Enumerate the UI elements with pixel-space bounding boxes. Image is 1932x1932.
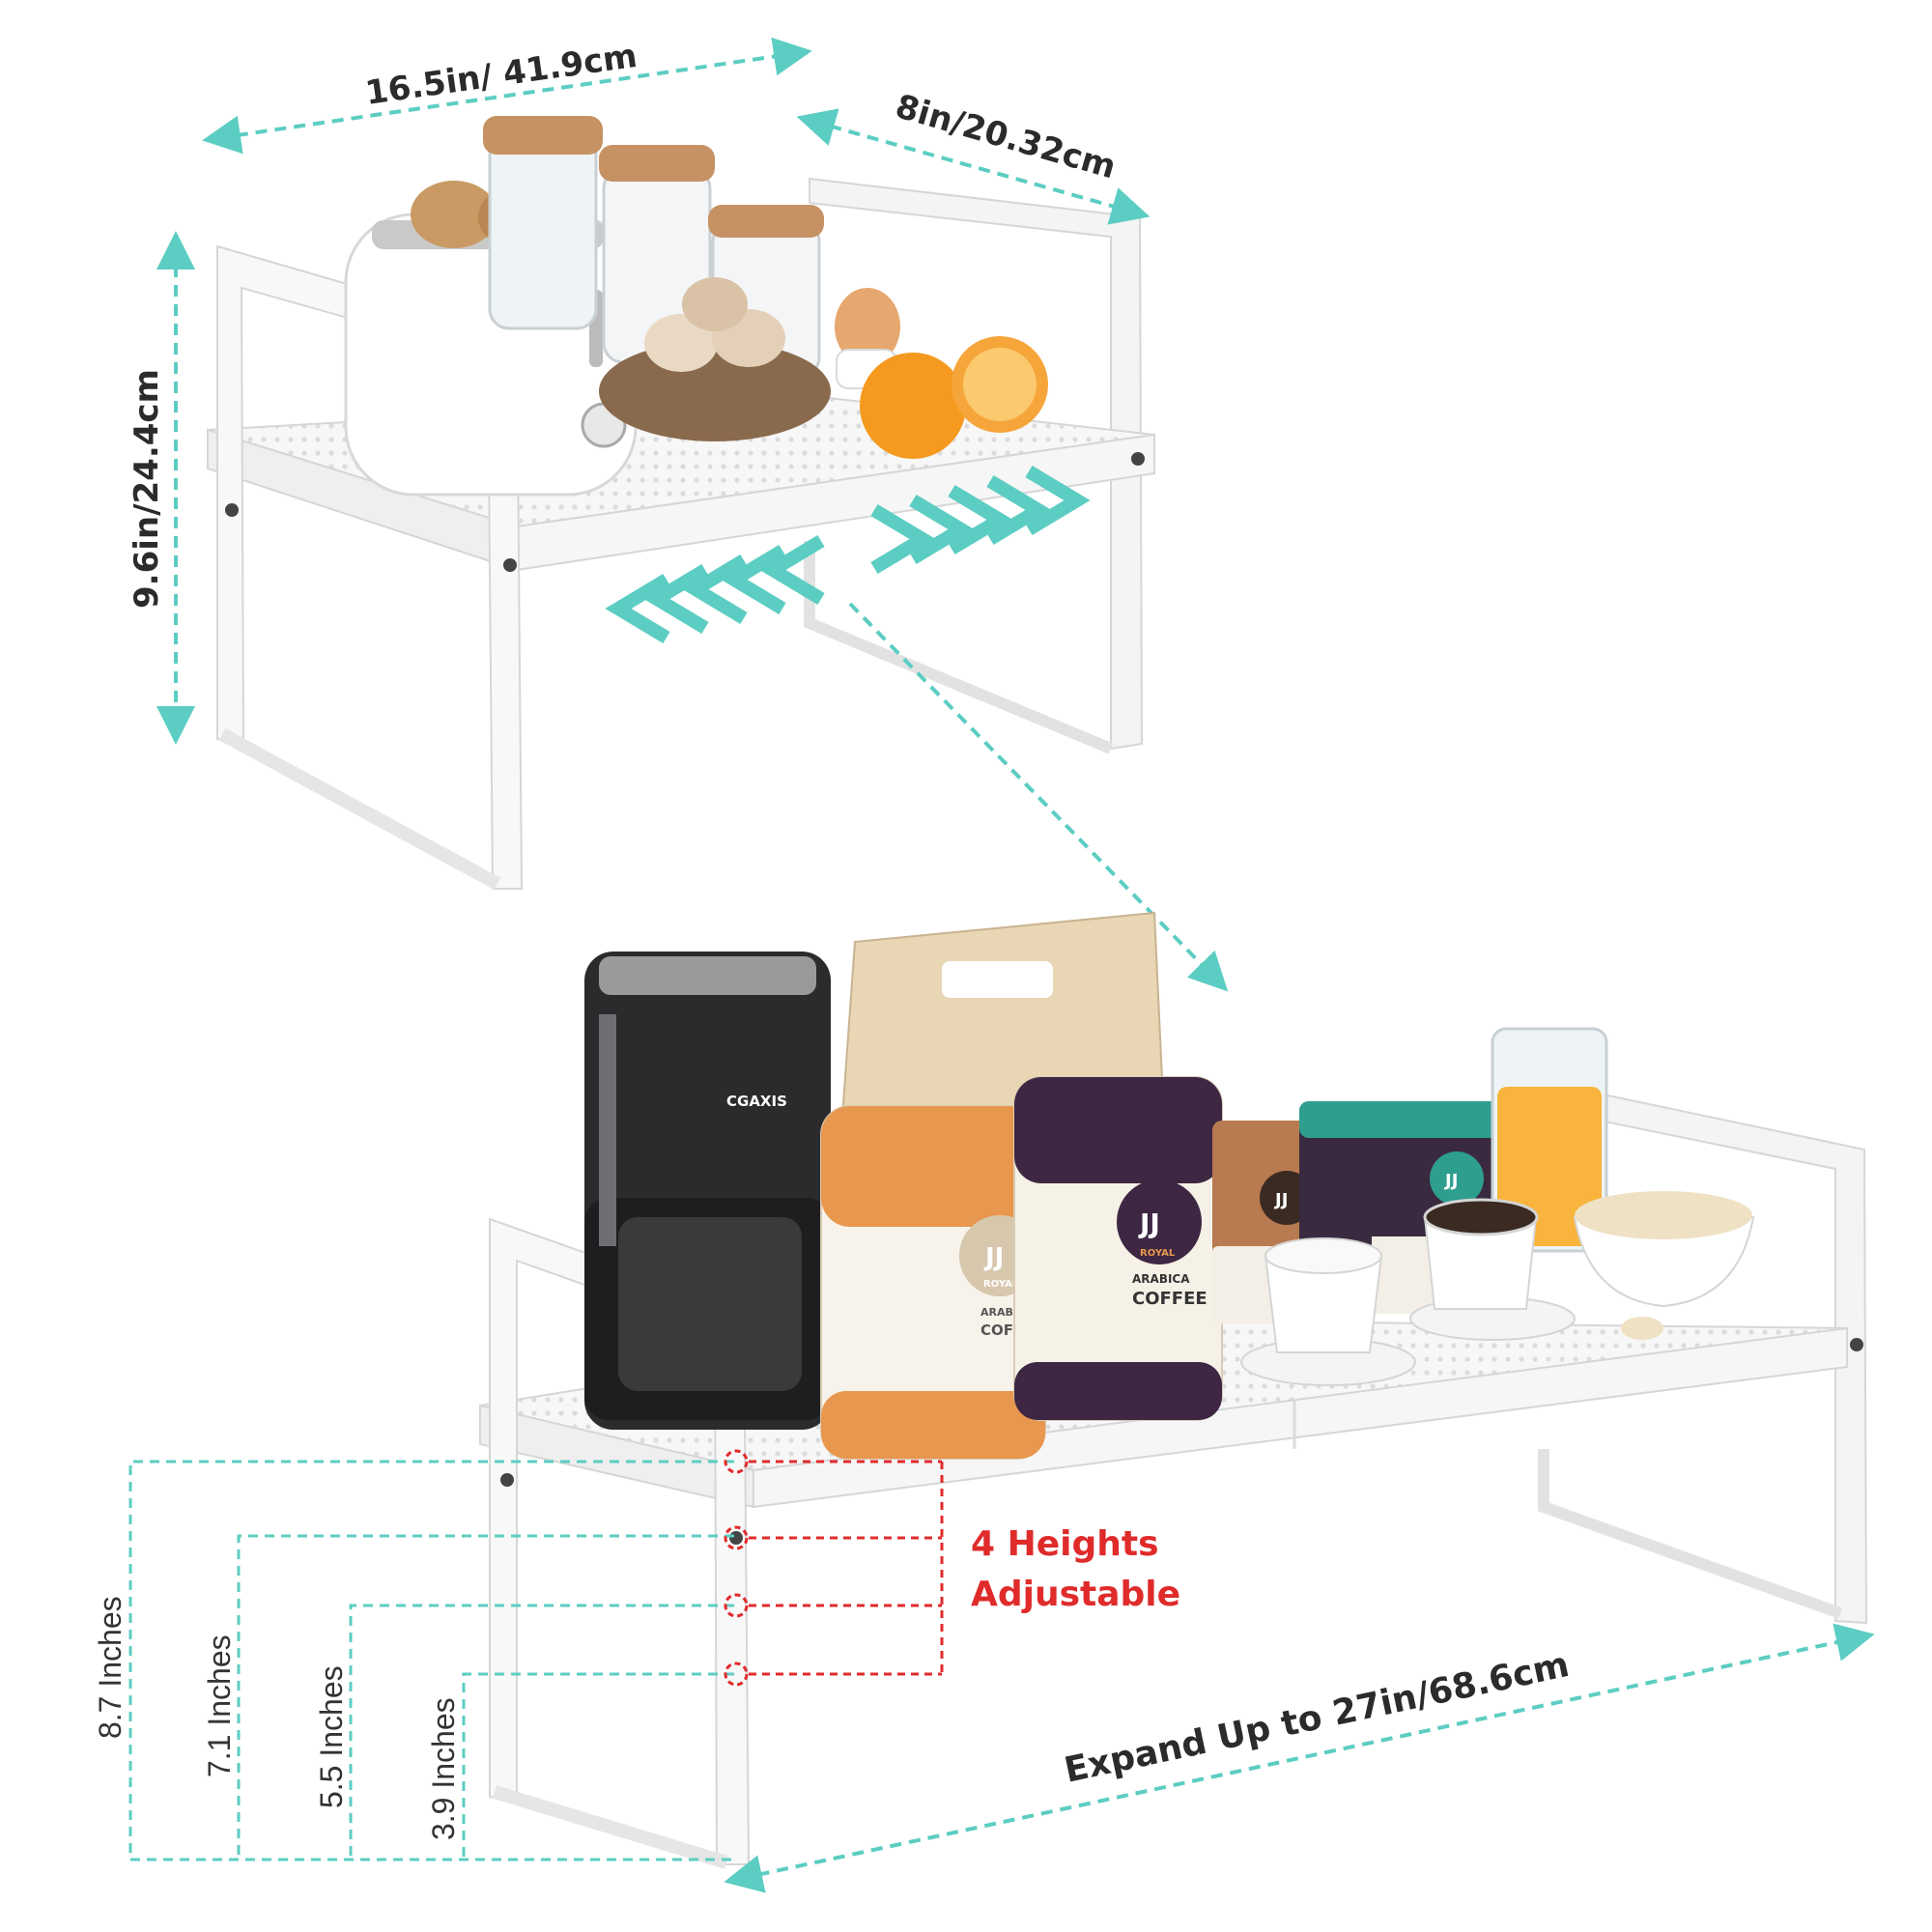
expand-dimension-label: Expand Up to 27in/68.6cm [1061, 1645, 1573, 1791]
screw-icon [1131, 452, 1145, 466]
expand-dimension-line [724, 1623, 1875, 1893]
svg-text:JJ: JJ [1138, 1208, 1160, 1239]
height-hole-icon [724, 1449, 749, 1474]
heights-title-line2: Adjustable [971, 1575, 1180, 1614]
height-level-3: 5.5 Inches [314, 1665, 349, 1808]
coffee-cup [1240, 1237, 1416, 1386]
top-rack-items [344, 116, 1048, 497]
svg-text:JJ: JJ [1443, 1171, 1458, 1191]
height-level-2: 7.1 Inches [202, 1634, 237, 1777]
bottom-rack-items: CGAXIS JJ ROYAL ARABICA COFFEE JJ ROYAL … [584, 911, 1755, 1460]
height-level-4: 3.9 Inches [426, 1697, 461, 1840]
height-dimension-label: 9.6in/24.4cm [128, 369, 166, 609]
coffee-canister-purple: JJ ROYAL ARABICA COFFEE [1013, 1076, 1223, 1421]
top-dimension-lines [156, 37, 1229, 992]
chevron-arrows-icon [605, 465, 1091, 644]
juice-glass [1491, 1027, 1608, 1253]
svg-text:ROYAL: ROYAL [1140, 1248, 1176, 1259]
screw-icon [1850, 1338, 1863, 1351]
snack-bowl [1573, 1191, 1755, 1340]
height-hole-icon [724, 1525, 749, 1550]
coffee-maker-brand: CGAXIS [726, 1093, 787, 1110]
glass-jar [488, 133, 598, 330]
height-hole-icon [724, 1593, 749, 1618]
screw-icon [225, 503, 239, 517]
svg-text:ROYAL: ROYAL [983, 1279, 1019, 1290]
depth-dimension-label: 8in/20.32cm [892, 87, 1121, 186]
svg-text:JJ: JJ [1273, 1190, 1288, 1210]
width-dimension-label: 16.5in/ 41.9cm [363, 37, 639, 113]
coffee-cup [1409, 1198, 1576, 1341]
orange [860, 353, 966, 459]
svg-text:ARABICA: ARABICA [1132, 1272, 1190, 1286]
height-level-1: 8.7 Inches [93, 1596, 128, 1739]
svg-text:JJ: JJ [983, 1243, 1004, 1272]
height-indicator-lines [128, 1460, 734, 1861]
heights-title-line1: 4 Heights [971, 1524, 1159, 1564]
screw-icon [500, 1473, 514, 1487]
screw-icon [729, 1531, 743, 1545]
svg-text:COFFEE: COFFEE [1132, 1289, 1208, 1309]
screw-icon [503, 558, 517, 572]
wooden-bowl [599, 341, 831, 441]
coffee-canister-orange: JJ ROYAL ARABICA COFFEE [820, 1105, 1046, 1460]
